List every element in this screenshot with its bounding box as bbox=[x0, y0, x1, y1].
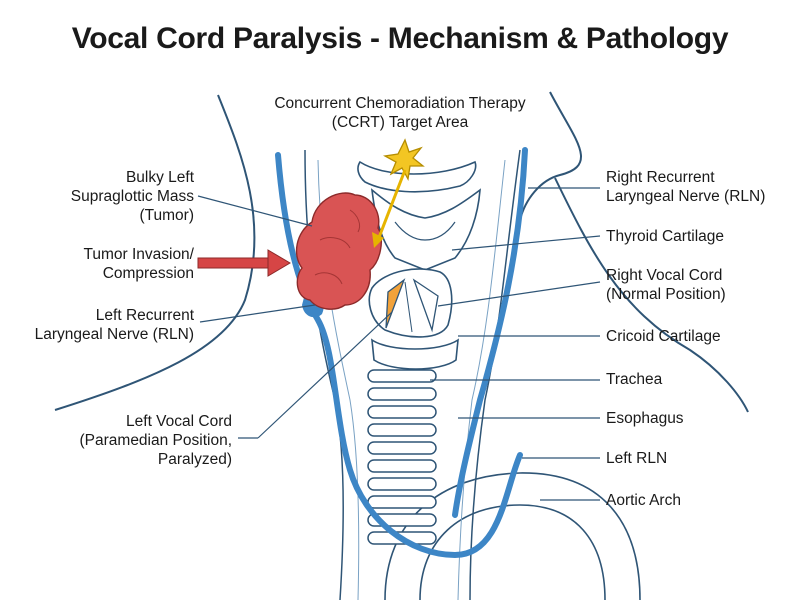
tumor-lobes bbox=[314, 209, 361, 285]
radiation-burst-icon bbox=[372, 138, 425, 248]
esophagus-label: Esophagus bbox=[606, 410, 684, 427]
right-vocal-cord-shape bbox=[412, 278, 439, 333]
aortic-arch-label: Aortic Arch bbox=[606, 492, 681, 509]
left-rln-label: Left Recurrent Laryngeal Nerve (RLN) bbox=[34, 307, 194, 343]
invasion-label: Tumor Invasion/ Compression bbox=[83, 246, 194, 282]
thyroid-cartilage bbox=[370, 188, 481, 271]
cricoid-label: Cricoid Cartilage bbox=[606, 328, 721, 345]
page-title: Vocal Cord Paralysis - Mechanism & Patho… bbox=[71, 22, 729, 55]
invasion-arrow bbox=[197, 249, 291, 277]
trachea-rings bbox=[367, 369, 437, 545]
right-vocal-cord-label: Right Vocal Cord (Normal Position) bbox=[606, 267, 726, 303]
left-rln-short-label: Left RLN bbox=[606, 450, 668, 467]
left-vocal-cord-shape bbox=[385, 278, 406, 329]
tumor-label: Bulky Left Supraglottic Mass (Tumor) bbox=[70, 169, 194, 224]
left-vocal-cord-label: Left Vocal Cord (Paramedian Position, Pa… bbox=[79, 413, 233, 468]
cricoid-cartilage bbox=[371, 338, 459, 370]
neck-outline bbox=[54, 91, 749, 413]
right-rln-label: Right Recurrent Laryngeal Nerve (RLN) bbox=[606, 169, 766, 205]
ccrt-label: Concurrent Chemoradiation Therapy (CCRT)… bbox=[274, 95, 526, 131]
glottis bbox=[368, 268, 453, 338]
thyroid-label: Thyroid Cartilage bbox=[606, 228, 725, 245]
hyoid-bone bbox=[357, 160, 477, 193]
leader-lines bbox=[197, 187, 601, 501]
trachea-label: Trachea bbox=[606, 371, 663, 388]
tumor-mass bbox=[295, 192, 382, 310]
